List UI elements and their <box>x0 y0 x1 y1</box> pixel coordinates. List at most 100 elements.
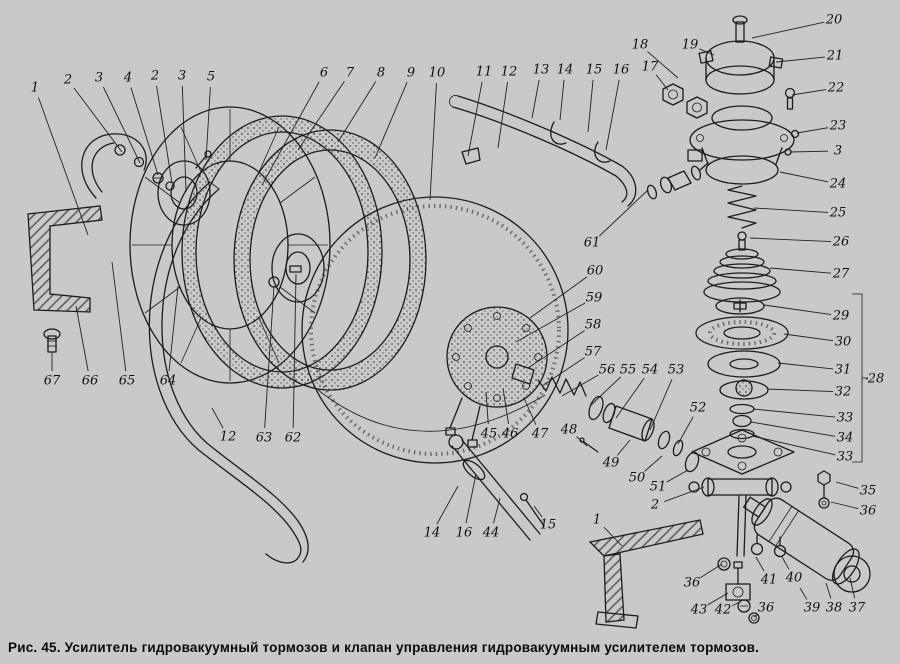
callout-25: 25 <box>829 206 847 221</box>
callout-59: 59 <box>586 291 603 306</box>
callout-leader-64 <box>168 285 179 372</box>
callout-37: 37 <box>849 601 866 616</box>
callout-leader-34 <box>750 421 836 437</box>
callout-42: 42 <box>714 603 732 618</box>
callout-leader-35 <box>835 481 859 489</box>
callout-leader-8 <box>337 81 377 143</box>
callout-23: 23 <box>829 119 847 134</box>
callout-24: 24 <box>829 177 847 192</box>
callout-40: 40 <box>785 571 803 586</box>
callout-leader-32 <box>766 388 834 393</box>
callout-leader-24 <box>779 171 829 183</box>
small-parts-bottom <box>717 557 760 624</box>
callout-66: 66 <box>82 374 99 389</box>
callout-leader-63 <box>264 285 275 429</box>
callout-51: 51 <box>650 480 667 495</box>
callout-leader-11 <box>467 81 483 157</box>
callout-leader-46 <box>502 387 509 425</box>
callout-leader-41 <box>755 556 765 572</box>
callout-63: 63 <box>256 431 273 446</box>
callout-leader-31 <box>777 362 834 370</box>
callout-12: 12 <box>220 430 237 445</box>
callout-15: 15 <box>586 63 603 78</box>
rubber-bellows <box>703 248 781 303</box>
callout-leader-25 <box>753 207 829 213</box>
callout-leader-26 <box>749 237 832 243</box>
callout-leader-30 <box>783 333 834 342</box>
callout-7: 7 <box>346 66 355 81</box>
center-seal-washer <box>268 233 325 303</box>
callout-56: 56 <box>599 363 616 378</box>
callout-11: 11 <box>476 65 493 80</box>
diaphragm-ring <box>695 316 789 350</box>
callout-3: 3 <box>95 71 103 86</box>
callout-leader-23 <box>796 127 829 134</box>
callout-leader-2 <box>73 87 123 153</box>
callout-leader-47 <box>523 397 537 426</box>
callout-18: 18 <box>632 38 649 53</box>
callout-15: 15 <box>540 518 557 533</box>
callout-leader-62 <box>292 273 297 429</box>
exploded-diagram: 1234235678910111213141516171819202122233… <box>27 13 884 629</box>
seal-ring <box>707 350 781 378</box>
callout-6: 6 <box>320 66 328 81</box>
callout-leader-57 <box>541 357 585 387</box>
callout-62: 62 <box>285 431 302 446</box>
callout-leader-66 <box>75 305 89 372</box>
callout-1: 1 <box>593 513 601 528</box>
elbow-fitting <box>646 162 709 200</box>
callout-leader-29 <box>763 304 832 316</box>
callout-leader-12 <box>497 81 509 149</box>
callout-29: 29 <box>832 309 850 324</box>
callout-leader-17 <box>655 74 669 91</box>
callout-21: 21 <box>826 49 844 64</box>
callout-leader-16 <box>605 79 620 151</box>
callout-36: 36 <box>860 504 877 519</box>
callout-58: 58 <box>585 318 602 333</box>
callout-leader-15 <box>533 505 543 518</box>
callout-leader-36 <box>753 613 759 618</box>
callout-leader-58 <box>527 330 585 369</box>
callout-45: 45 <box>480 427 498 442</box>
callout-leader-1 <box>603 526 623 547</box>
callout-36: 36 <box>758 601 775 616</box>
callout-67: 67 <box>44 374 61 389</box>
callout-14: 14 <box>557 63 574 78</box>
callout-leader-36 <box>830 501 859 510</box>
callout-5: 5 <box>207 70 215 85</box>
callout-leader-13 <box>531 79 540 119</box>
callout-46: 46 <box>501 427 519 442</box>
callout-leader-40 <box>781 556 790 570</box>
callout-leader-1 <box>37 97 89 236</box>
callout-leader-38 <box>825 582 832 599</box>
group-bracket-28 <box>852 293 868 463</box>
vacuum-hose <box>148 181 309 564</box>
callout-leader-14 <box>559 79 565 121</box>
callout-3: 3 <box>178 69 186 84</box>
callout-19: 19 <box>682 38 699 53</box>
callout-leader-14 <box>436 485 459 525</box>
callout-32: 32 <box>835 385 852 400</box>
callout-leader-51 <box>666 469 689 483</box>
vacuum-pipe-top <box>449 95 637 207</box>
callout-leader-16 <box>465 473 477 524</box>
valve-spring <box>727 185 757 229</box>
callout-leader-49 <box>617 439 631 456</box>
callout-leader-3 <box>789 150 829 153</box>
callout-48: 48 <box>560 423 578 438</box>
left-mounting-bracket <box>27 205 103 353</box>
callout-2: 2 <box>650 498 659 513</box>
callout-leader-7 <box>297 81 345 151</box>
callout-27: 27 <box>832 267 850 282</box>
callout-leader-33 <box>752 408 836 418</box>
callout-leader-4 <box>130 87 159 176</box>
banjo-fitting <box>688 477 792 557</box>
callout-57: 57 <box>585 345 602 360</box>
master-cylinder <box>742 496 871 593</box>
callout-leader-39 <box>799 587 808 600</box>
callout-41: 41 <box>760 573 778 588</box>
callout-leader-5 <box>205 86 211 161</box>
callout-leader-3 <box>181 85 187 193</box>
